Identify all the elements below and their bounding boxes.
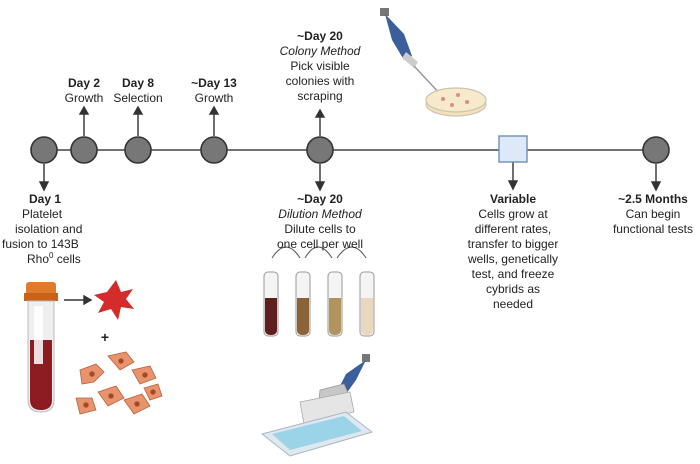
- plus-sign: +: [100, 329, 110, 345]
- dilution-test-tubes-icon: [263, 271, 375, 337]
- cells-cluster-icon: [75, 351, 163, 415]
- pipette-icon-top: [380, 8, 443, 97]
- rho-superscript: 0: [49, 251, 54, 260]
- arrows-down: [38, 162, 662, 192]
- well-plate-icon: [260, 411, 374, 457]
- dilution-transfer-arrows: [271, 246, 367, 259]
- arrow-to-platelet: [64, 294, 93, 306]
- multichannel-pipette-icon: [299, 354, 370, 425]
- node-months: [642, 136, 670, 164]
- blood-tube-icon: [24, 282, 58, 413]
- node-day13: [200, 136, 228, 164]
- platelet-icon: [94, 280, 134, 320]
- node-day2: [70, 136, 98, 164]
- node-day8: [124, 136, 152, 164]
- petri-dish-icon: [425, 87, 487, 117]
- arrows-up: [78, 105, 326, 136]
- node-day1: [30, 136, 58, 164]
- node-day20: [306, 136, 334, 164]
- label-day1: Day 1 Platelet isolation and fusion to 1…: [2, 192, 83, 266]
- node-variable-square: [498, 135, 528, 163]
